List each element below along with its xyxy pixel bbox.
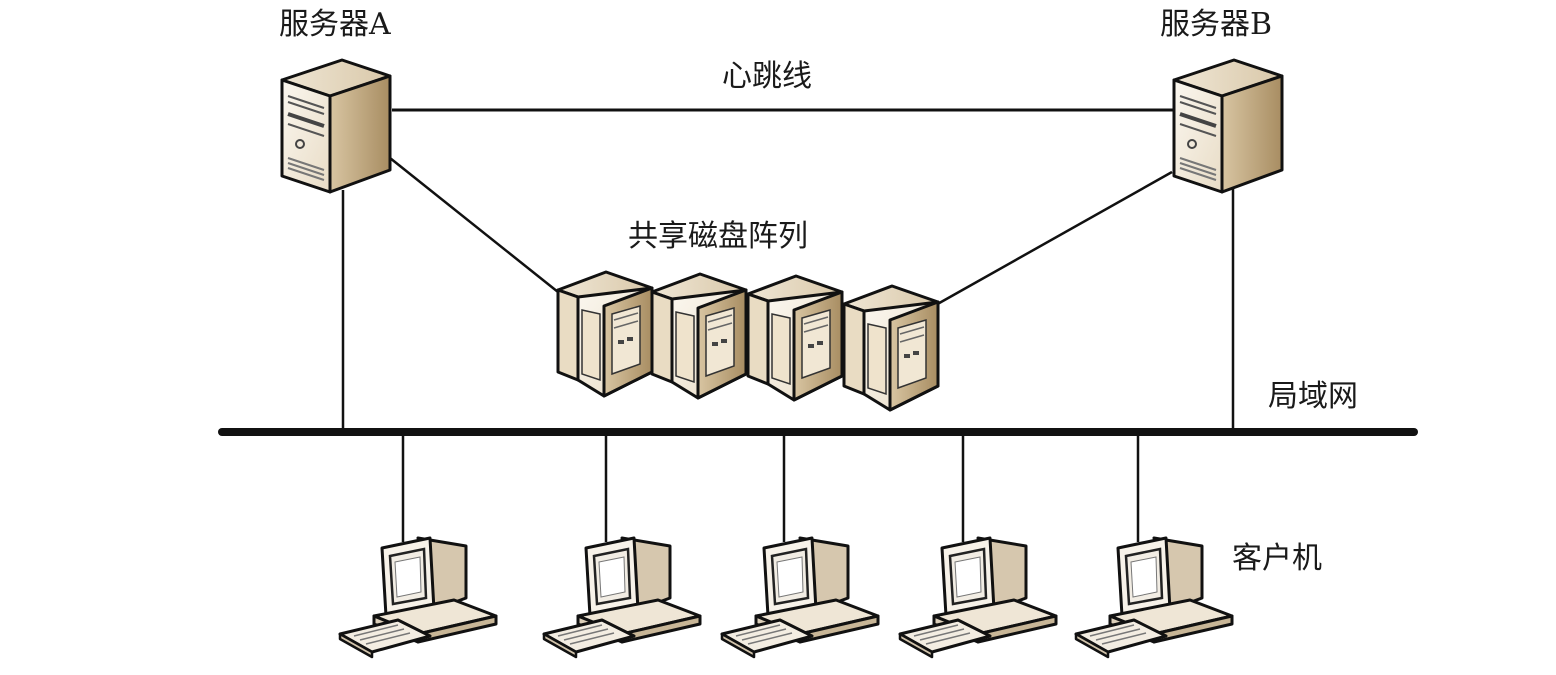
storage-unit-icon (842, 284, 940, 412)
lan-label: 局域网 (1268, 379, 1358, 414)
storage-unit-icon (556, 270, 654, 398)
server-a-icon (280, 58, 392, 194)
clients-label: 客户机 (1232, 541, 1322, 576)
desktop-computer-icon (898, 536, 1058, 659)
disk-array-label: 共享磁盘阵列 (628, 219, 808, 254)
desktop-computer-icon (1074, 536, 1234, 659)
server-b-to-array-line (933, 170, 1173, 308)
storage-unit-icon (650, 272, 748, 400)
desktop-computer-icon (720, 536, 880, 659)
server-a-to-array-line (389, 157, 559, 293)
desktop-computer-icon (542, 536, 702, 659)
storage-unit-icon (746, 274, 844, 402)
heartbeat-label: 心跳线 (722, 59, 812, 94)
desktop-computer-icon (338, 536, 498, 659)
server-b-label: 服务器B (1160, 7, 1273, 42)
server-b-icon (1172, 58, 1284, 194)
server-a-label: 服务器A (279, 7, 391, 42)
